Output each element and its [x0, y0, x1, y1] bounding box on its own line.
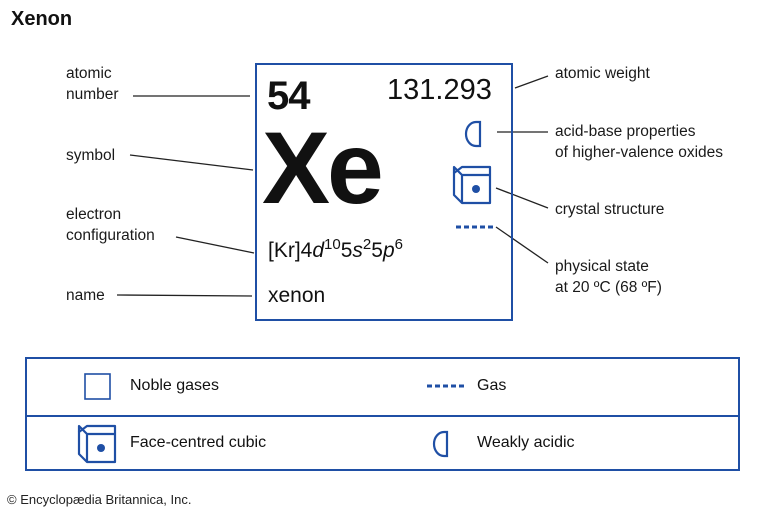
- atomic-number: 54: [267, 74, 310, 118]
- dashed-line-icon: [427, 384, 465, 388]
- label-line: atomic: [66, 65, 112, 82]
- square-outline-icon: [84, 373, 111, 400]
- config-e: 2: [362, 236, 372, 253]
- config-n: 5: [340, 239, 353, 262]
- copyright: © Encyclopædia Britannica, Inc.: [7, 492, 192, 507]
- legend: [25, 357, 740, 471]
- label-name: name: [66, 287, 105, 304]
- electron-configuration: [Kr]4d105s25p6: [268, 237, 403, 265]
- page-title: Xenon: [11, 8, 73, 30]
- atomic-weight: 131.293: [387, 74, 492, 106]
- element-symbol: Xe: [262, 111, 384, 225]
- half-circle-icon: [432, 430, 449, 458]
- label-atomic-number: atomic number: [66, 63, 119, 105]
- config-l: d: [312, 239, 325, 262]
- label-atomic-weight: atomic weight: [555, 65, 650, 82]
- face-centred-cubic-icon: [77, 424, 117, 464]
- legend-label-face-centred-cubic: Face-centred cubic: [130, 434, 267, 451]
- label-line: physical state: [555, 258, 649, 275]
- element-name: xenon: [268, 284, 326, 307]
- config-n: 5: [371, 239, 383, 262]
- label-line: number: [66, 86, 119, 103]
- label-line: at 20 ºC (68 ºF): [555, 279, 662, 296]
- config-l: p: [382, 239, 395, 262]
- half-circle-icon: [464, 120, 482, 148]
- label-physical-state: physical state at 20 ºC (68 ºF): [555, 256, 662, 298]
- label-crystal-structure: crystal structure: [555, 201, 665, 218]
- config-core: [Kr]: [268, 239, 301, 262]
- dashed-line-gas-icon: [456, 225, 494, 229]
- config-n: 4: [300, 239, 313, 262]
- face-centred-cubic-icon: [452, 165, 492, 205]
- element-tile: [255, 63, 513, 321]
- legend-label-gas: Gas: [477, 377, 507, 394]
- label-acid-base: acid-base properties of higher-valence o…: [555, 121, 723, 163]
- legend-label-noble-gases: Noble gases: [130, 377, 219, 394]
- legend-divider: [27, 415, 738, 417]
- config-e: 6: [394, 236, 403, 253]
- config-e: 10: [324, 236, 341, 253]
- label-line: acid-base properties: [555, 123, 696, 140]
- legend-label-weakly-acidic: Weakly acidic: [477, 434, 575, 451]
- label-line: configuration: [66, 227, 155, 244]
- label-symbol: symbol: [66, 147, 116, 164]
- label-line: of higher-valence oxides: [555, 144, 724, 161]
- label-electron-configuration: electron configuration: [66, 204, 155, 246]
- config-l: s: [352, 239, 363, 262]
- label-line: electron: [66, 206, 122, 223]
